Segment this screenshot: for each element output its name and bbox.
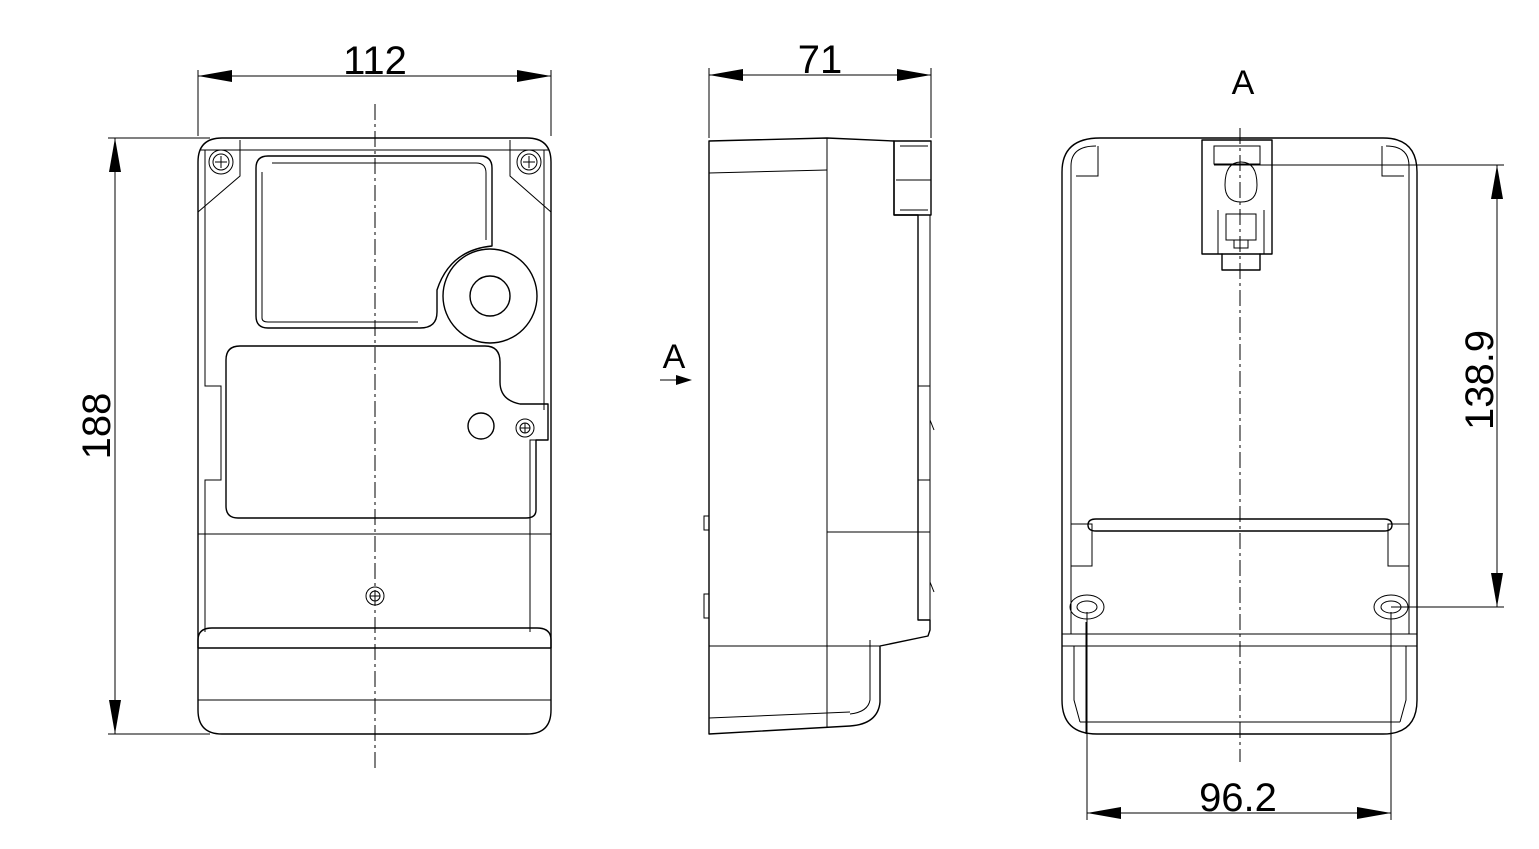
side-view-marker-label: A — [663, 338, 686, 376]
side-view — [660, 68, 935, 735]
dim-text-front-height: 188 — [75, 393, 119, 460]
rear-corner-block-left — [1076, 146, 1099, 177]
front-screw-panel — [515, 418, 535, 438]
rear-corner-block-right — [1381, 146, 1404, 177]
dim-rear-mount-height — [1214, 164, 1504, 608]
front-indicator-lens — [469, 275, 511, 317]
front-indicator-ring — [442, 248, 538, 344]
rear-view — [1061, 128, 1504, 820]
front-cover-panel — [225, 345, 549, 519]
front-left-ear — [197, 140, 241, 213]
front-screw-top-left — [208, 149, 234, 175]
front-display-window — [255, 155, 493, 329]
dim-text-rear-hole-spacing: 96.2 — [1199, 776, 1277, 820]
front-outer-outline — [197, 137, 552, 735]
dim-text-rear-mount-height: 138.9 — [1458, 330, 1502, 430]
dim-front-height — [108, 137, 210, 735]
side-outer-outline — [708, 137, 931, 735]
dim-side-depth — [708, 68, 932, 138]
rear-lower-rib — [1087, 518, 1393, 532]
front-view — [108, 70, 552, 772]
rear-hanging-bracket — [1201, 139, 1273, 271]
side-back-tab-lower — [703, 593, 710, 619]
front-terminal-lip — [197, 627, 552, 649]
dim-rear-hole-spacing — [1086, 612, 1392, 820]
front-test-button — [467, 412, 495, 440]
front-right-ear — [509, 140, 552, 213]
dim-text-side-depth: 71 — [798, 38, 843, 82]
dim-text-front-width: 112 — [343, 39, 407, 83]
side-back-tab-upper — [703, 515, 710, 531]
dim-front-width — [197, 70, 552, 136]
side-top-latch — [893, 140, 932, 216]
front-screw-top-right — [516, 149, 542, 175]
rear-view-title: A — [1232, 64, 1255, 102]
side-view-marker — [660, 375, 692, 385]
